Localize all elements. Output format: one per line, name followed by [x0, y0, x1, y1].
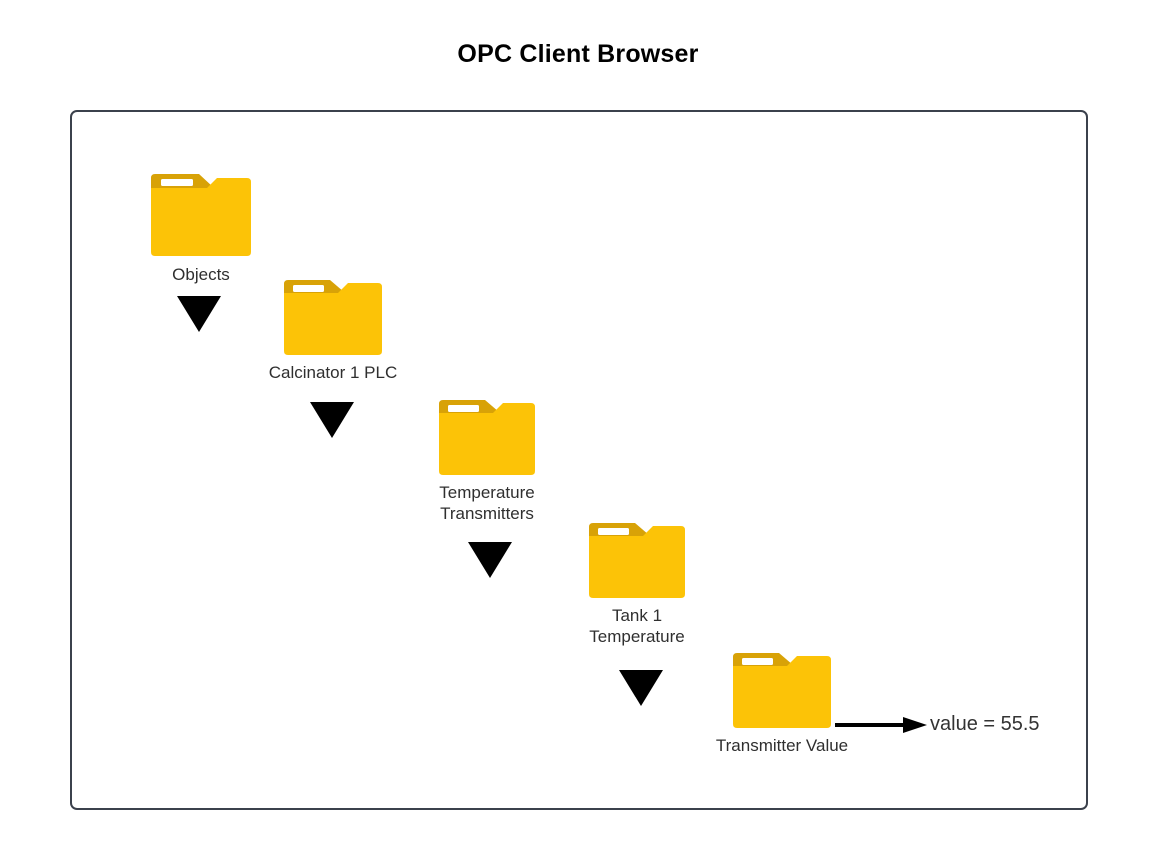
node-label: Calcinator 1 PLC: [268, 363, 398, 382]
page-title: OPC Client Browser: [457, 40, 699, 68]
folder-icon: [435, 394, 539, 480]
folder-icon: [147, 168, 255, 262]
triangle-down-icon: [177, 296, 221, 332]
triangle-down-icon: [619, 670, 663, 706]
triangle-down-icon: [310, 402, 354, 438]
triangle-down-icon: [468, 542, 512, 578]
node-objects[interactable]: Objects: [147, 168, 255, 284]
node-calcinator-1-plc[interactable]: Calcinator 1 PLC: [269, 274, 397, 382]
folder-icon: [585, 517, 689, 603]
folder-icon: [280, 274, 386, 360]
node-label: Temperature Transmitters: [439, 483, 535, 523]
node-label: Objects: [172, 265, 230, 284]
node-label: Transmitter Value: [715, 736, 849, 755]
node-transmitter-value[interactable]: Transmitter Value: [716, 647, 848, 755]
node-tank-1-temperature[interactable]: Tank 1 Temperature: [585, 517, 689, 646]
value-readout: value = 55.5: [930, 713, 1040, 735]
folder-icon: [729, 647, 835, 733]
arrow-right-icon: [835, 715, 945, 735]
diagram-canvas: Objects Calcinator 1 PLC Temperature Tra…: [70, 110, 1088, 810]
node-label: Tank 1 Temperature: [589, 606, 685, 646]
node-temperature-transmitters[interactable]: Temperature Transmitters: [435, 394, 539, 523]
